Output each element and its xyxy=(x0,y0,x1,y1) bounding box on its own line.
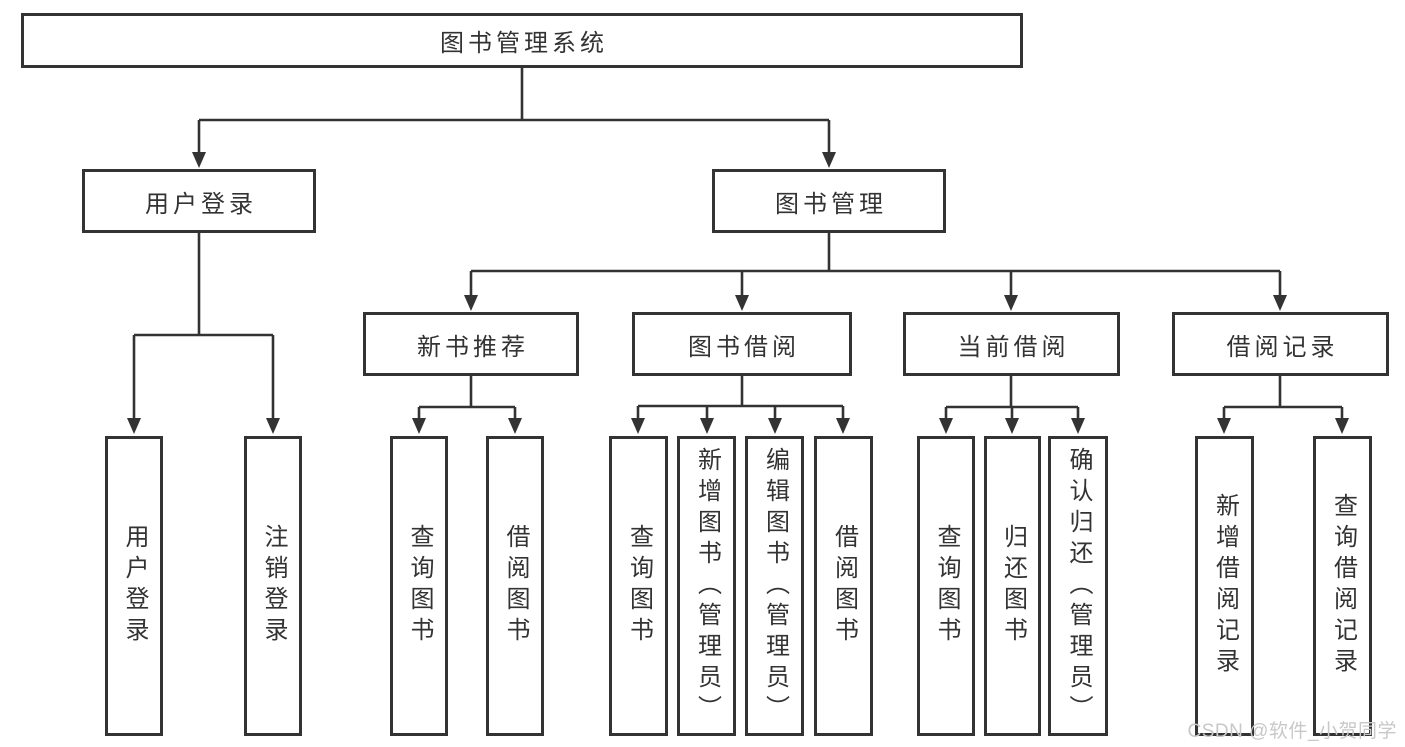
leaf-borrowing-edit-book-admin: 编辑图书（管理员） xyxy=(745,436,804,736)
leaf-recommend-borrow-book: 借阅图书 xyxy=(486,436,544,736)
node-current-borrowing-label: 当前借阅 xyxy=(957,333,1070,361)
node-current-borrowing: 当前借阅 xyxy=(903,312,1120,376)
arrowhead xyxy=(822,152,836,168)
arrowhead xyxy=(1005,418,1019,434)
leaf-user-login: 用户登录 xyxy=(105,436,163,736)
arrowhead xyxy=(735,295,749,311)
csdn-watermark: CSDN @软件_小贺同学 xyxy=(1187,721,1397,742)
node-user-login-label: 用户登录 xyxy=(145,190,257,218)
arrowhead xyxy=(192,152,206,168)
arrowhead xyxy=(939,418,953,434)
arrowhead xyxy=(412,418,426,434)
arrowhead xyxy=(266,418,280,434)
node-root-label: 图书管理系统 xyxy=(440,30,608,57)
arrowhead xyxy=(700,418,714,434)
leaf-user-login-label: 用户登录 xyxy=(121,524,148,648)
leaf-records-add-record: 新增借阅记录 xyxy=(1195,436,1254,736)
node-book-management: 图书管理 xyxy=(712,169,946,233)
arrowhead xyxy=(1273,295,1287,311)
arrowhead xyxy=(508,418,522,434)
arrowhead xyxy=(631,418,645,434)
node-book-management-label: 图书管理 xyxy=(775,190,887,218)
node-new-book-recommend: 新书推荐 xyxy=(363,312,579,376)
arrowhead xyxy=(768,418,782,434)
leaf-borrowing-add-book-admin: 新增图书（管理员） xyxy=(677,436,736,736)
leaf-borrowing-add-book-admin-label: 新增图书（管理员） xyxy=(693,446,721,726)
arrowhead xyxy=(127,418,141,434)
leaf-borrowing-query-book: 查询图书 xyxy=(609,436,668,736)
arrowhead xyxy=(1071,418,1085,434)
leaf-current-query-book: 查询图书 xyxy=(917,436,975,736)
node-borrowing-records-label: 借阅记录 xyxy=(1226,333,1339,361)
arrowhead xyxy=(464,295,478,311)
node-book-borrowing-label: 图书借阅 xyxy=(688,333,800,361)
leaf-borrowing-borrow-book: 借阅图书 xyxy=(814,436,873,736)
leaf-current-return-book-label: 归还图书 xyxy=(999,524,1027,648)
leaf-borrowing-borrow-book-label: 借阅图书 xyxy=(830,524,858,648)
leaf-logout-label: 注销登录 xyxy=(260,524,287,648)
arrowhead xyxy=(1217,418,1231,434)
node-borrowing-records: 借阅记录 xyxy=(1172,312,1389,376)
leaf-recommend-borrow-book-label: 借阅图书 xyxy=(502,524,529,648)
leaf-borrowing-query-book-label: 查询图书 xyxy=(625,524,653,648)
leaf-recommend-query-book: 查询图书 xyxy=(390,436,448,736)
leaf-current-confirm-return-admin-label: 确认归还（管理员） xyxy=(1065,446,1092,726)
node-new-book-recommend-label: 新书推荐 xyxy=(417,333,529,361)
node-user-login: 用户登录 xyxy=(82,169,316,233)
leaf-current-return-book: 归还图书 xyxy=(984,436,1041,736)
node-root: 图书管理系统 xyxy=(21,13,1023,68)
arrowhead xyxy=(1004,295,1018,311)
leaf-recommend-query-book-label: 查询图书 xyxy=(406,524,433,648)
leaf-borrowing-edit-book-admin-label: 编辑图书（管理员） xyxy=(761,446,789,726)
leaf-current-query-book-label: 查询图书 xyxy=(933,524,960,648)
node-book-borrowing: 图书借阅 xyxy=(632,312,852,376)
leaf-records-query-record: 查询借阅记录 xyxy=(1313,436,1372,736)
leaf-records-query-record-label: 查询借阅记录 xyxy=(1329,493,1357,679)
leaf-logout: 注销登录 xyxy=(244,436,302,736)
arrowhead xyxy=(1335,418,1349,434)
arrowhead xyxy=(836,418,850,434)
leaf-current-confirm-return-admin: 确认归还（管理员） xyxy=(1048,436,1108,736)
leaf-records-add-record-label: 新增借阅记录 xyxy=(1211,493,1239,679)
